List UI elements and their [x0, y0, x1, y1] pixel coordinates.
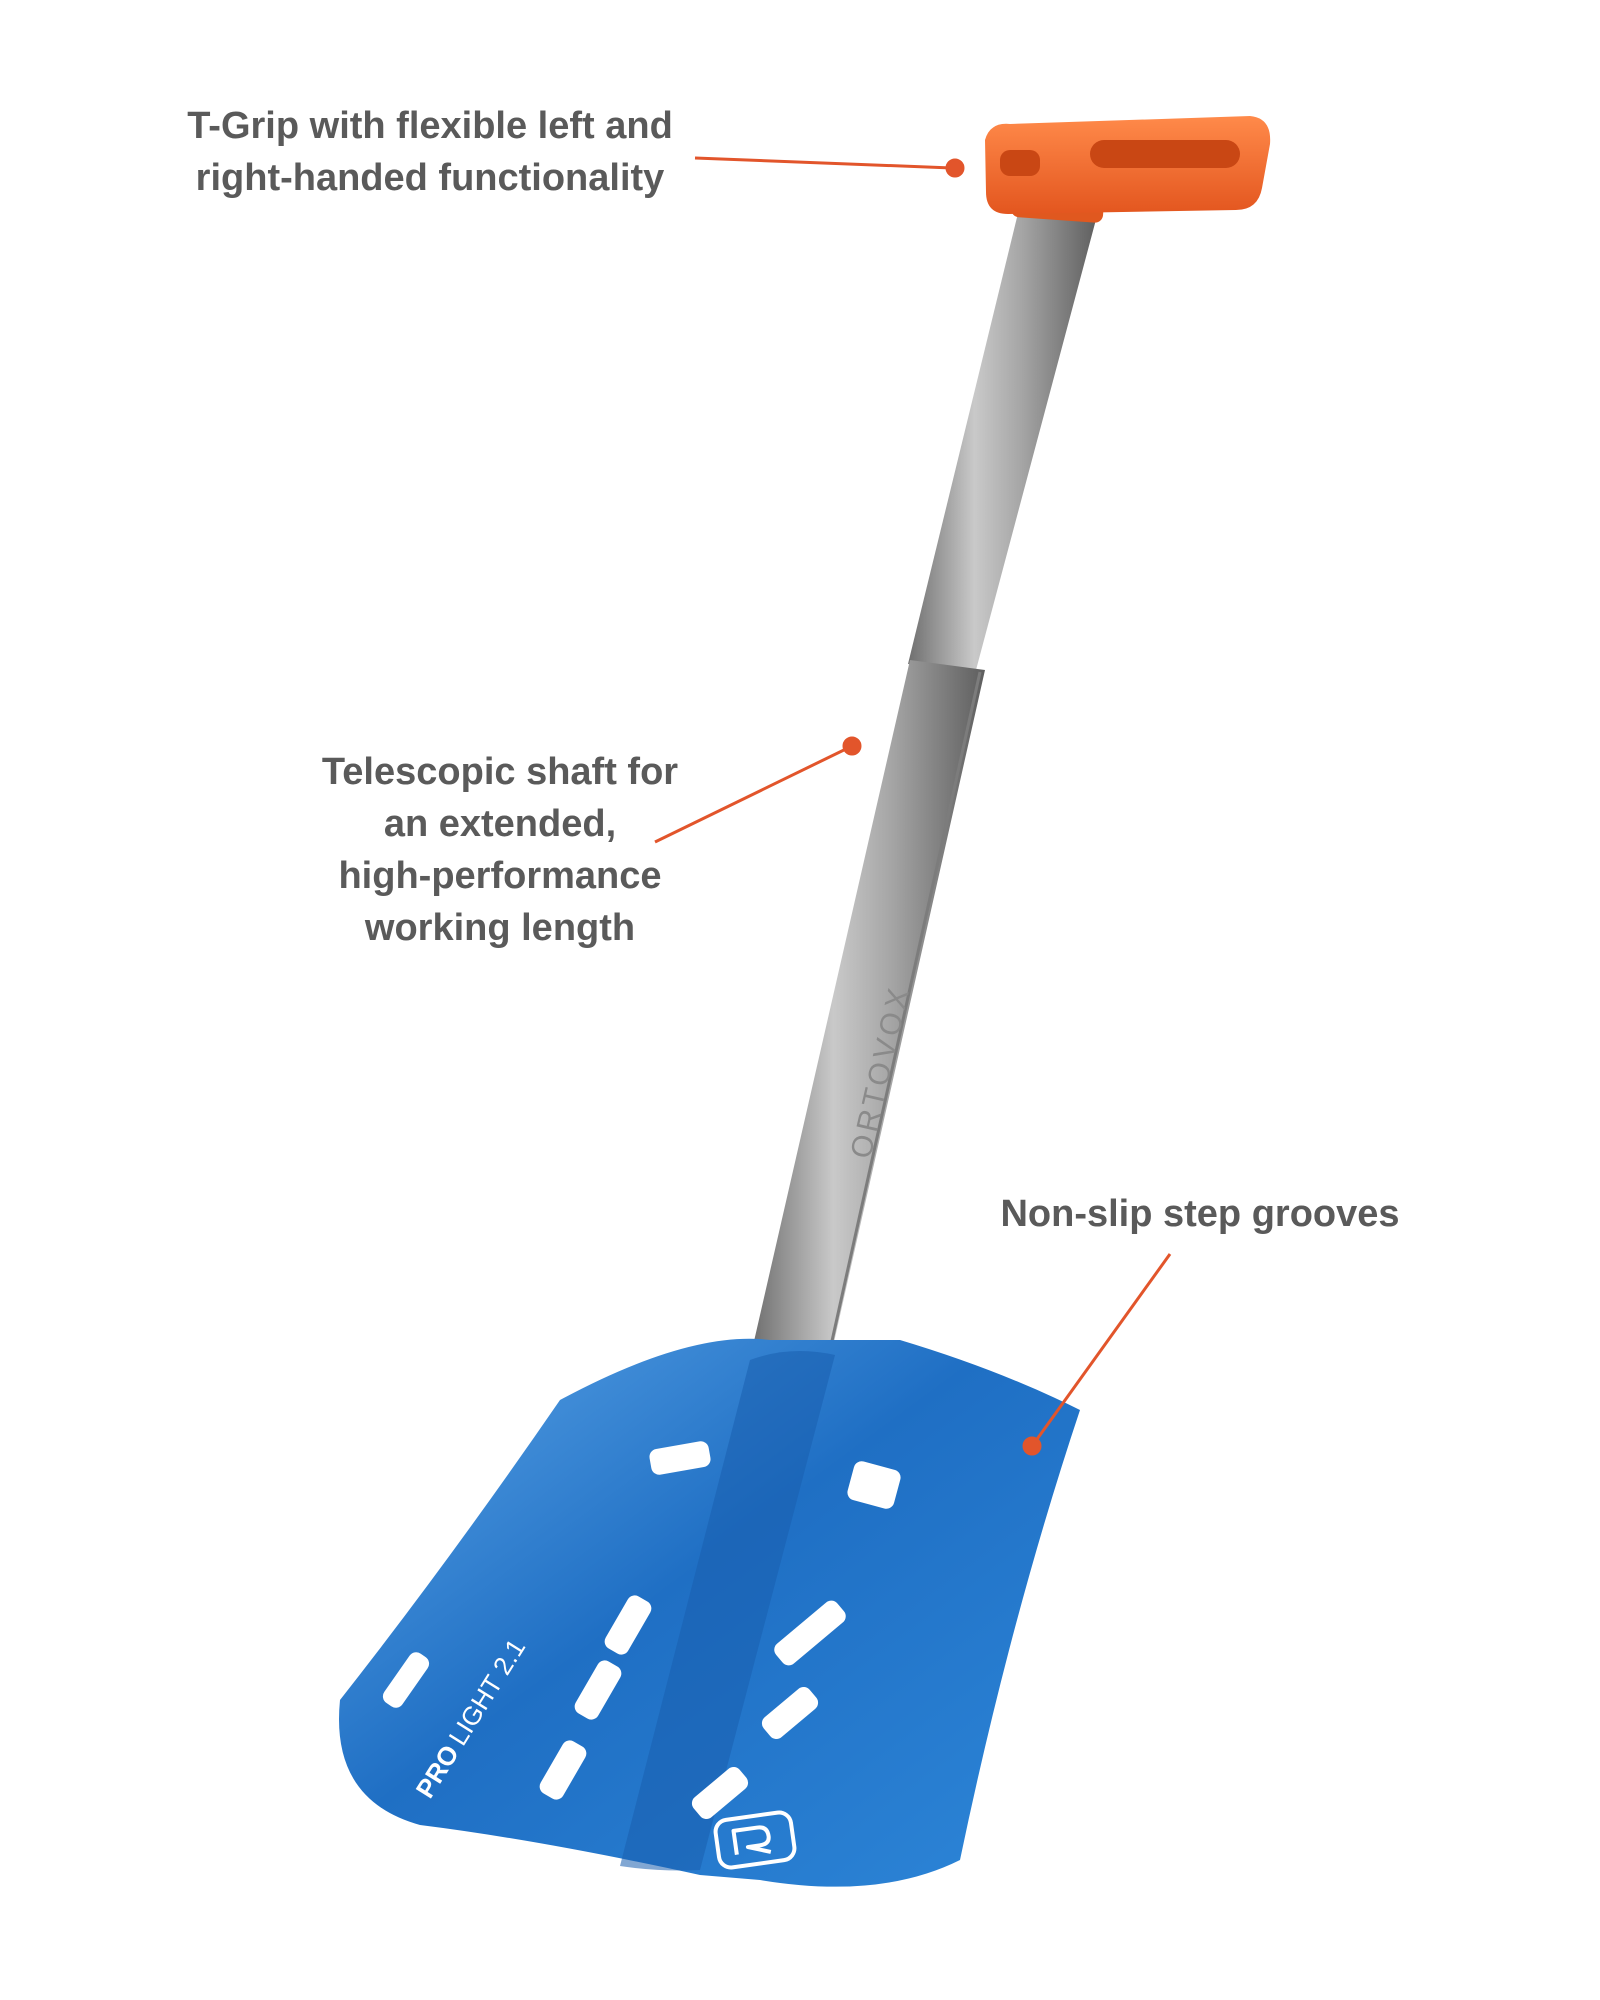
lower-shaft	[752, 660, 985, 1360]
ortovox-logo-icon	[713, 1810, 797, 1870]
leader-line-grooves	[1033, 1253, 1172, 1443]
callout-t-grip: T-Grip with flexible left and right-hand…	[160, 100, 700, 204]
callout-step-grooves: Non-slip step grooves	[980, 1188, 1420, 1240]
shovel-blade: PRO LIGHT 2.1	[339, 1338, 1080, 1887]
callout-shaft-line-1: Telescopic shaft for	[321, 751, 679, 793]
leader-line-grip	[694, 156, 953, 170]
callout-grooves-line-1: Non-slip step grooves	[1000, 1193, 1400, 1235]
t-grip	[985, 116, 1271, 223]
callout-shaft-line-4: working length	[364, 907, 636, 949]
callout-t-grip-line-2: right-handed functionality	[195, 157, 665, 199]
callout-t-grip-line-1: T-Grip with flexible left and	[187, 105, 673, 147]
callout-shaft-line-3: high-performance	[338, 855, 662, 897]
callout-telescopic-shaft: Telescopic shaft for an extended, high-p…	[290, 746, 710, 954]
callout-shaft-line-2: an extended,	[383, 803, 617, 845]
upper-shaft	[908, 205, 1098, 670]
leader-lines	[654, 156, 1172, 1456]
leader-line-shaft	[654, 746, 849, 844]
